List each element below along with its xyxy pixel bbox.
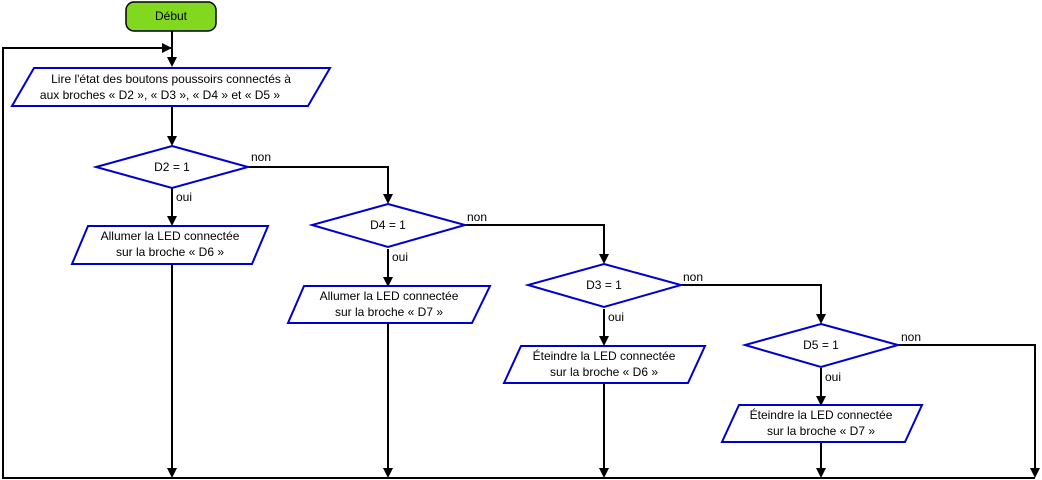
arrowhead bbox=[599, 254, 609, 264]
read-inputs-shape bbox=[10, 67, 332, 107]
decision-d2: D2 = 1 bbox=[92, 144, 252, 190]
arrowhead bbox=[167, 468, 177, 478]
action-led-d7-on: Allumer la LED connectée sur la broche «… bbox=[286, 285, 492, 324]
edge-d2-no bbox=[248, 166, 389, 196]
decision-d5: D5 = 1 bbox=[741, 322, 902, 369]
decision-d3-shape bbox=[524, 262, 685, 309]
arrowhead bbox=[1030, 468, 1040, 478]
action-led-d6-off-line1: Éteindre la LED connectée bbox=[533, 348, 676, 363]
action-led-d7-on-shape bbox=[286, 285, 492, 324]
decision-d2-label: D2 = 1 bbox=[154, 160, 190, 174]
read-inputs-node: Lire l'état des boutons poussoirs connec… bbox=[10, 67, 332, 107]
decision-d5-shape bbox=[741, 322, 902, 369]
action-led-d6-on-line2: sur la broche « D6 » bbox=[116, 245, 224, 259]
d5-no-label: non bbox=[901, 330, 921, 344]
decision-d3: D3 = 1 bbox=[524, 262, 685, 309]
d3-no-label: non bbox=[683, 270, 703, 284]
arrowhead bbox=[383, 468, 393, 478]
action-led-d6-on-shape bbox=[70, 225, 270, 265]
action-led-d6-on: Allumer la LED connectée sur la broche «… bbox=[70, 225, 270, 265]
action-led-d7-off-shape bbox=[720, 404, 924, 443]
edge-d5-no bbox=[898, 344, 1036, 470]
arrowhead bbox=[383, 277, 393, 287]
arrowhead bbox=[816, 468, 826, 478]
decision-d4-label: D4 = 1 bbox=[370, 218, 406, 232]
edge-d4-no bbox=[465, 224, 605, 256]
decision-d5-label: D5 = 1 bbox=[803, 338, 839, 352]
action-led-d7-on-line1: Allumer la LED connectée bbox=[320, 289, 459, 303]
arrowhead bbox=[162, 43, 172, 53]
d5-yes-label: oui bbox=[825, 370, 841, 384]
decision-d2-shape bbox=[92, 144, 252, 190]
action-led-d7-on-line2: sur la broche « D7 » bbox=[335, 305, 443, 319]
start-shape bbox=[125, 1, 217, 32]
read-inputs-line1: Lire l'état des boutons poussoirs connec… bbox=[51, 72, 291, 86]
decision-d3-label: D3 = 1 bbox=[586, 278, 622, 292]
arrowhead bbox=[599, 336, 609, 346]
start-node: Début bbox=[125, 1, 217, 32]
action-led-d6-off: Éteindre la LED connectée sur la broche … bbox=[502, 345, 707, 384]
arrowhead bbox=[167, 216, 177, 226]
d2-no-label: non bbox=[251, 150, 271, 164]
action-led-d7-off-line2: sur la broche « D7 » bbox=[767, 424, 875, 438]
d4-no-label: non bbox=[467, 210, 487, 224]
d4-yes-label: oui bbox=[392, 250, 408, 264]
action-led-d7-off: Éteindre la LED connectée sur la broche … bbox=[720, 404, 924, 443]
start-label: Début bbox=[155, 9, 188, 23]
arrowhead bbox=[383, 194, 393, 204]
action-led-d6-off-line2: sur la broche « D6 » bbox=[550, 365, 658, 379]
arrowhead bbox=[167, 136, 177, 146]
d3-yes-label: oui bbox=[608, 310, 624, 324]
loop-back-edge bbox=[2, 47, 1035, 479]
arrowhead bbox=[167, 57, 177, 67]
action-led-d6-off-shape bbox=[502, 345, 707, 384]
decision-d4-shape bbox=[308, 202, 469, 249]
d2-yes-label: oui bbox=[176, 190, 192, 204]
decision-d4: D4 = 1 bbox=[308, 202, 469, 249]
arrowhead bbox=[816, 314, 826, 324]
arrowhead bbox=[816, 396, 826, 406]
action-led-d7-off-line1: Éteindre la LED connectée bbox=[750, 407, 893, 422]
action-led-d6-on-line1: Allumer la LED connectée bbox=[101, 229, 240, 243]
edge-d3-no bbox=[681, 284, 822, 316]
read-inputs-line2: aux broches « D2 », « D3 », « D4 » et « … bbox=[40, 88, 280, 102]
arrowhead bbox=[599, 468, 609, 478]
